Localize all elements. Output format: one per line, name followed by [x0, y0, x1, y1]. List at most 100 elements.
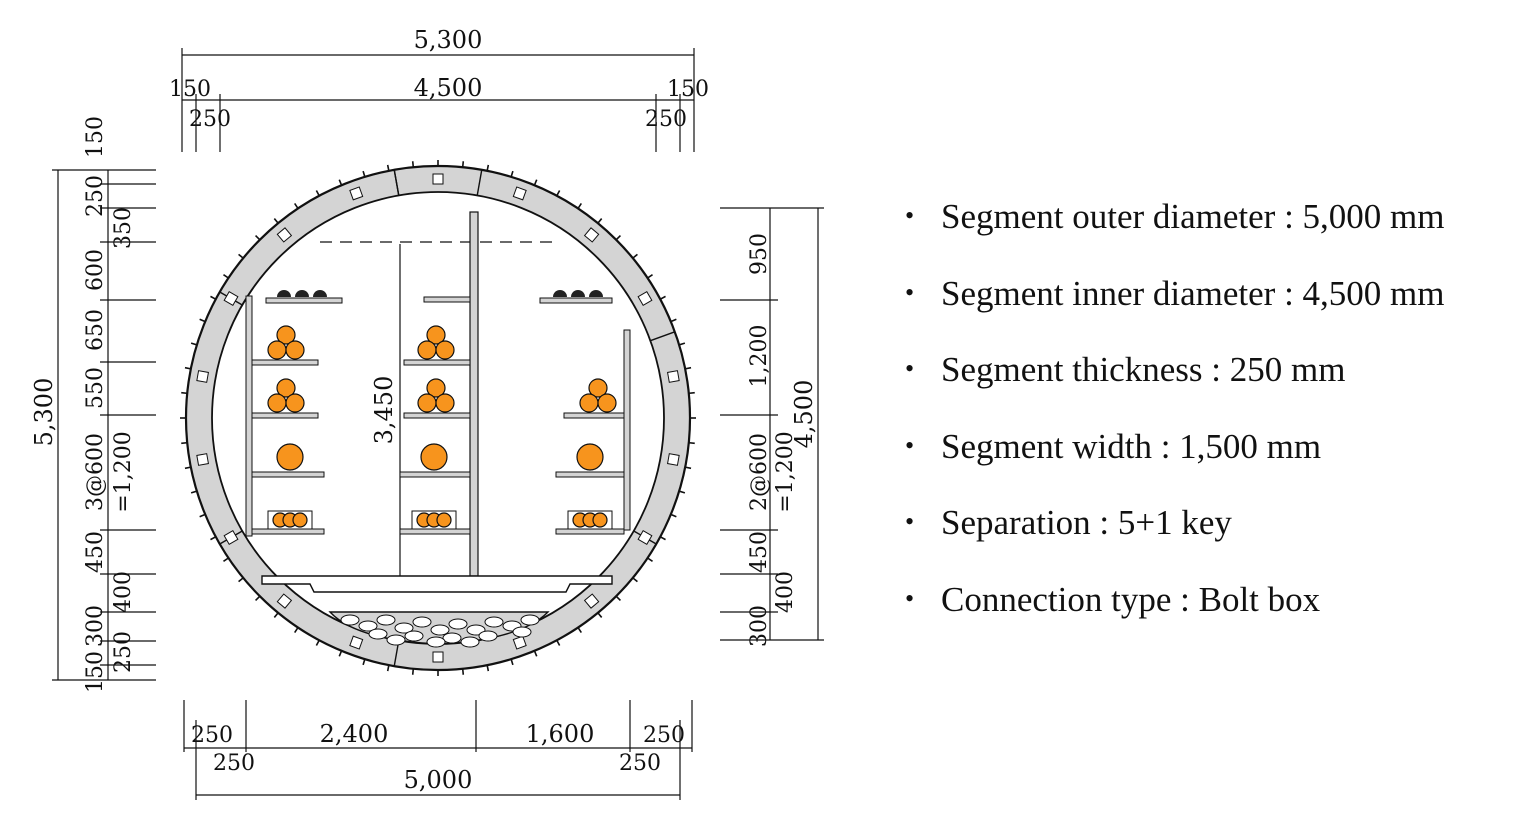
left-overall-dim: 5,300	[30, 378, 58, 447]
bolt-box	[349, 186, 364, 201]
cables	[267, 290, 617, 530]
right-dimensions: 4,500 950 1,200 2@600 =1,200 450 400 300	[720, 207, 824, 647]
spec-text: Segment inner diameter : 4,500 mm	[941, 273, 1445, 313]
spec-text: Separation : 5+1 key	[941, 503, 1232, 542]
bolt-box	[512, 186, 527, 201]
bolt-box	[583, 227, 600, 243]
bolt-box	[196, 370, 210, 383]
ballast-stone	[442, 632, 462, 644]
right-shelf-1	[539, 297, 613, 304]
bolt-box	[583, 593, 600, 609]
bolt-box	[637, 529, 653, 546]
ballast-stone	[412, 616, 432, 628]
left-dim-250-top: 250	[83, 175, 108, 217]
ballast-stone	[466, 624, 486, 636]
small-cable	[313, 290, 327, 297]
left-dim-250-bottom: 250	[111, 631, 136, 673]
top-left-inner-dim: 250	[189, 107, 231, 132]
top-inner-dim: 4,500	[414, 74, 483, 102]
small-cable	[295, 290, 309, 297]
tray-cable	[592, 512, 608, 528]
bottom-right-span-dim: 1,600	[526, 720, 595, 748]
left-shelf-5	[251, 528, 325, 535]
bullet-icon: •	[905, 507, 915, 536]
left-dim-350: 350	[111, 207, 136, 249]
small-cable	[553, 290, 567, 297]
ballast-stone	[340, 614, 360, 626]
spec-item-separation: • Separation : 5+1 key	[905, 498, 1445, 575]
large-cable	[276, 443, 304, 471]
bottom-right-inner-dim: 250	[619, 751, 661, 776]
tray-cable	[292, 512, 308, 528]
bullet-icon: •	[905, 583, 915, 613]
bolt-boxes	[196, 173, 680, 663]
trefoil-cable	[435, 340, 455, 360]
top-left-outer-dim: 150	[169, 77, 211, 102]
large-cable	[576, 443, 604, 471]
top-right-outer-dim: 150	[667, 77, 709, 102]
trefoil-cable	[276, 378, 296, 398]
bottom-left-outer-dim: 250	[191, 723, 233, 748]
right-dim-1200: 1,200	[747, 325, 772, 388]
trefoil-cable	[579, 393, 599, 413]
trefoil-cable	[597, 393, 617, 413]
center-wall	[469, 211, 479, 577]
spec-item-inner-diameter: •Segment inner diameter : 4,500 mm	[905, 269, 1445, 346]
spec-text: Segment thickness : 250 mm	[941, 350, 1346, 389]
small-cable	[571, 290, 585, 297]
center-shelf-3	[403, 412, 471, 419]
tunnel-cross-section-diagram: 5,300 4,500 150 250 150 250 250 250 2,40…	[30, 26, 824, 800]
bolt-box	[349, 635, 364, 650]
trefoil-cable	[426, 325, 446, 345]
center-shelf-1	[423, 296, 471, 303]
segment-joint	[393, 169, 400, 196]
tunnel-interior	[245, 211, 631, 648]
ballast-stone	[484, 616, 504, 628]
small-cable	[277, 290, 291, 297]
right-dim-950: 950	[747, 233, 772, 275]
top-dimensions: 5,300 4,500 150 250 150 250	[169, 26, 709, 152]
left-shelf-4	[251, 471, 325, 478]
trefoil-cable	[276, 325, 296, 345]
center-shelf-5	[399, 528, 471, 535]
walkway-slab	[261, 575, 613, 593]
left-dim-150-top: 150	[83, 116, 108, 158]
large-cable	[420, 443, 448, 471]
bolt-box	[432, 173, 444, 185]
spec-text: Connection type : Bolt box	[941, 579, 1321, 619]
trefoil-cable	[285, 393, 305, 413]
bolt-box	[276, 593, 293, 609]
bolt-box	[666, 370, 680, 383]
right-dim-300: 300	[747, 605, 772, 647]
left-dim-400: 400	[111, 571, 136, 613]
bottom-right-outer-dim: 250	[643, 723, 685, 748]
ballast-stone	[376, 614, 396, 626]
small-cable	[589, 290, 603, 297]
tray-cable	[436, 512, 452, 528]
segment-joint	[650, 331, 676, 342]
spec-item-thickness: • Segment thickness : 250 mm	[905, 345, 1445, 422]
bullet-icon: •	[905, 354, 915, 383]
specification-list: •Segment outer diameter : 5,000 mm •Segm…	[905, 192, 1445, 651]
right-dim-400: 400	[773, 571, 798, 613]
top-right-inner-dim: 250	[645, 107, 687, 132]
left-dim-3at600: 3@600	[83, 433, 108, 511]
ballast-stone	[394, 622, 414, 634]
left-shelf-1	[265, 297, 343, 304]
ballast-stone	[430, 624, 450, 636]
ballast-stone	[404, 630, 424, 642]
trefoil-cable	[588, 378, 608, 398]
spec-item-width: •Segment width : 1,500 mm	[905, 422, 1445, 499]
trefoil-cable	[426, 378, 446, 398]
bolt-box	[196, 453, 210, 466]
bolt-box	[637, 290, 653, 307]
ballast-stone	[358, 620, 378, 632]
ballast-stone	[448, 618, 468, 630]
ballast-stones	[340, 614, 540, 648]
bolt-box	[512, 635, 527, 650]
center-shelf-4	[399, 471, 471, 478]
left-shelf-3	[251, 412, 319, 419]
spec-item-outer-diameter: •Segment outer diameter : 5,000 mm	[905, 192, 1445, 269]
right-rack-post	[623, 329, 631, 531]
trefoil-cable	[417, 393, 437, 413]
